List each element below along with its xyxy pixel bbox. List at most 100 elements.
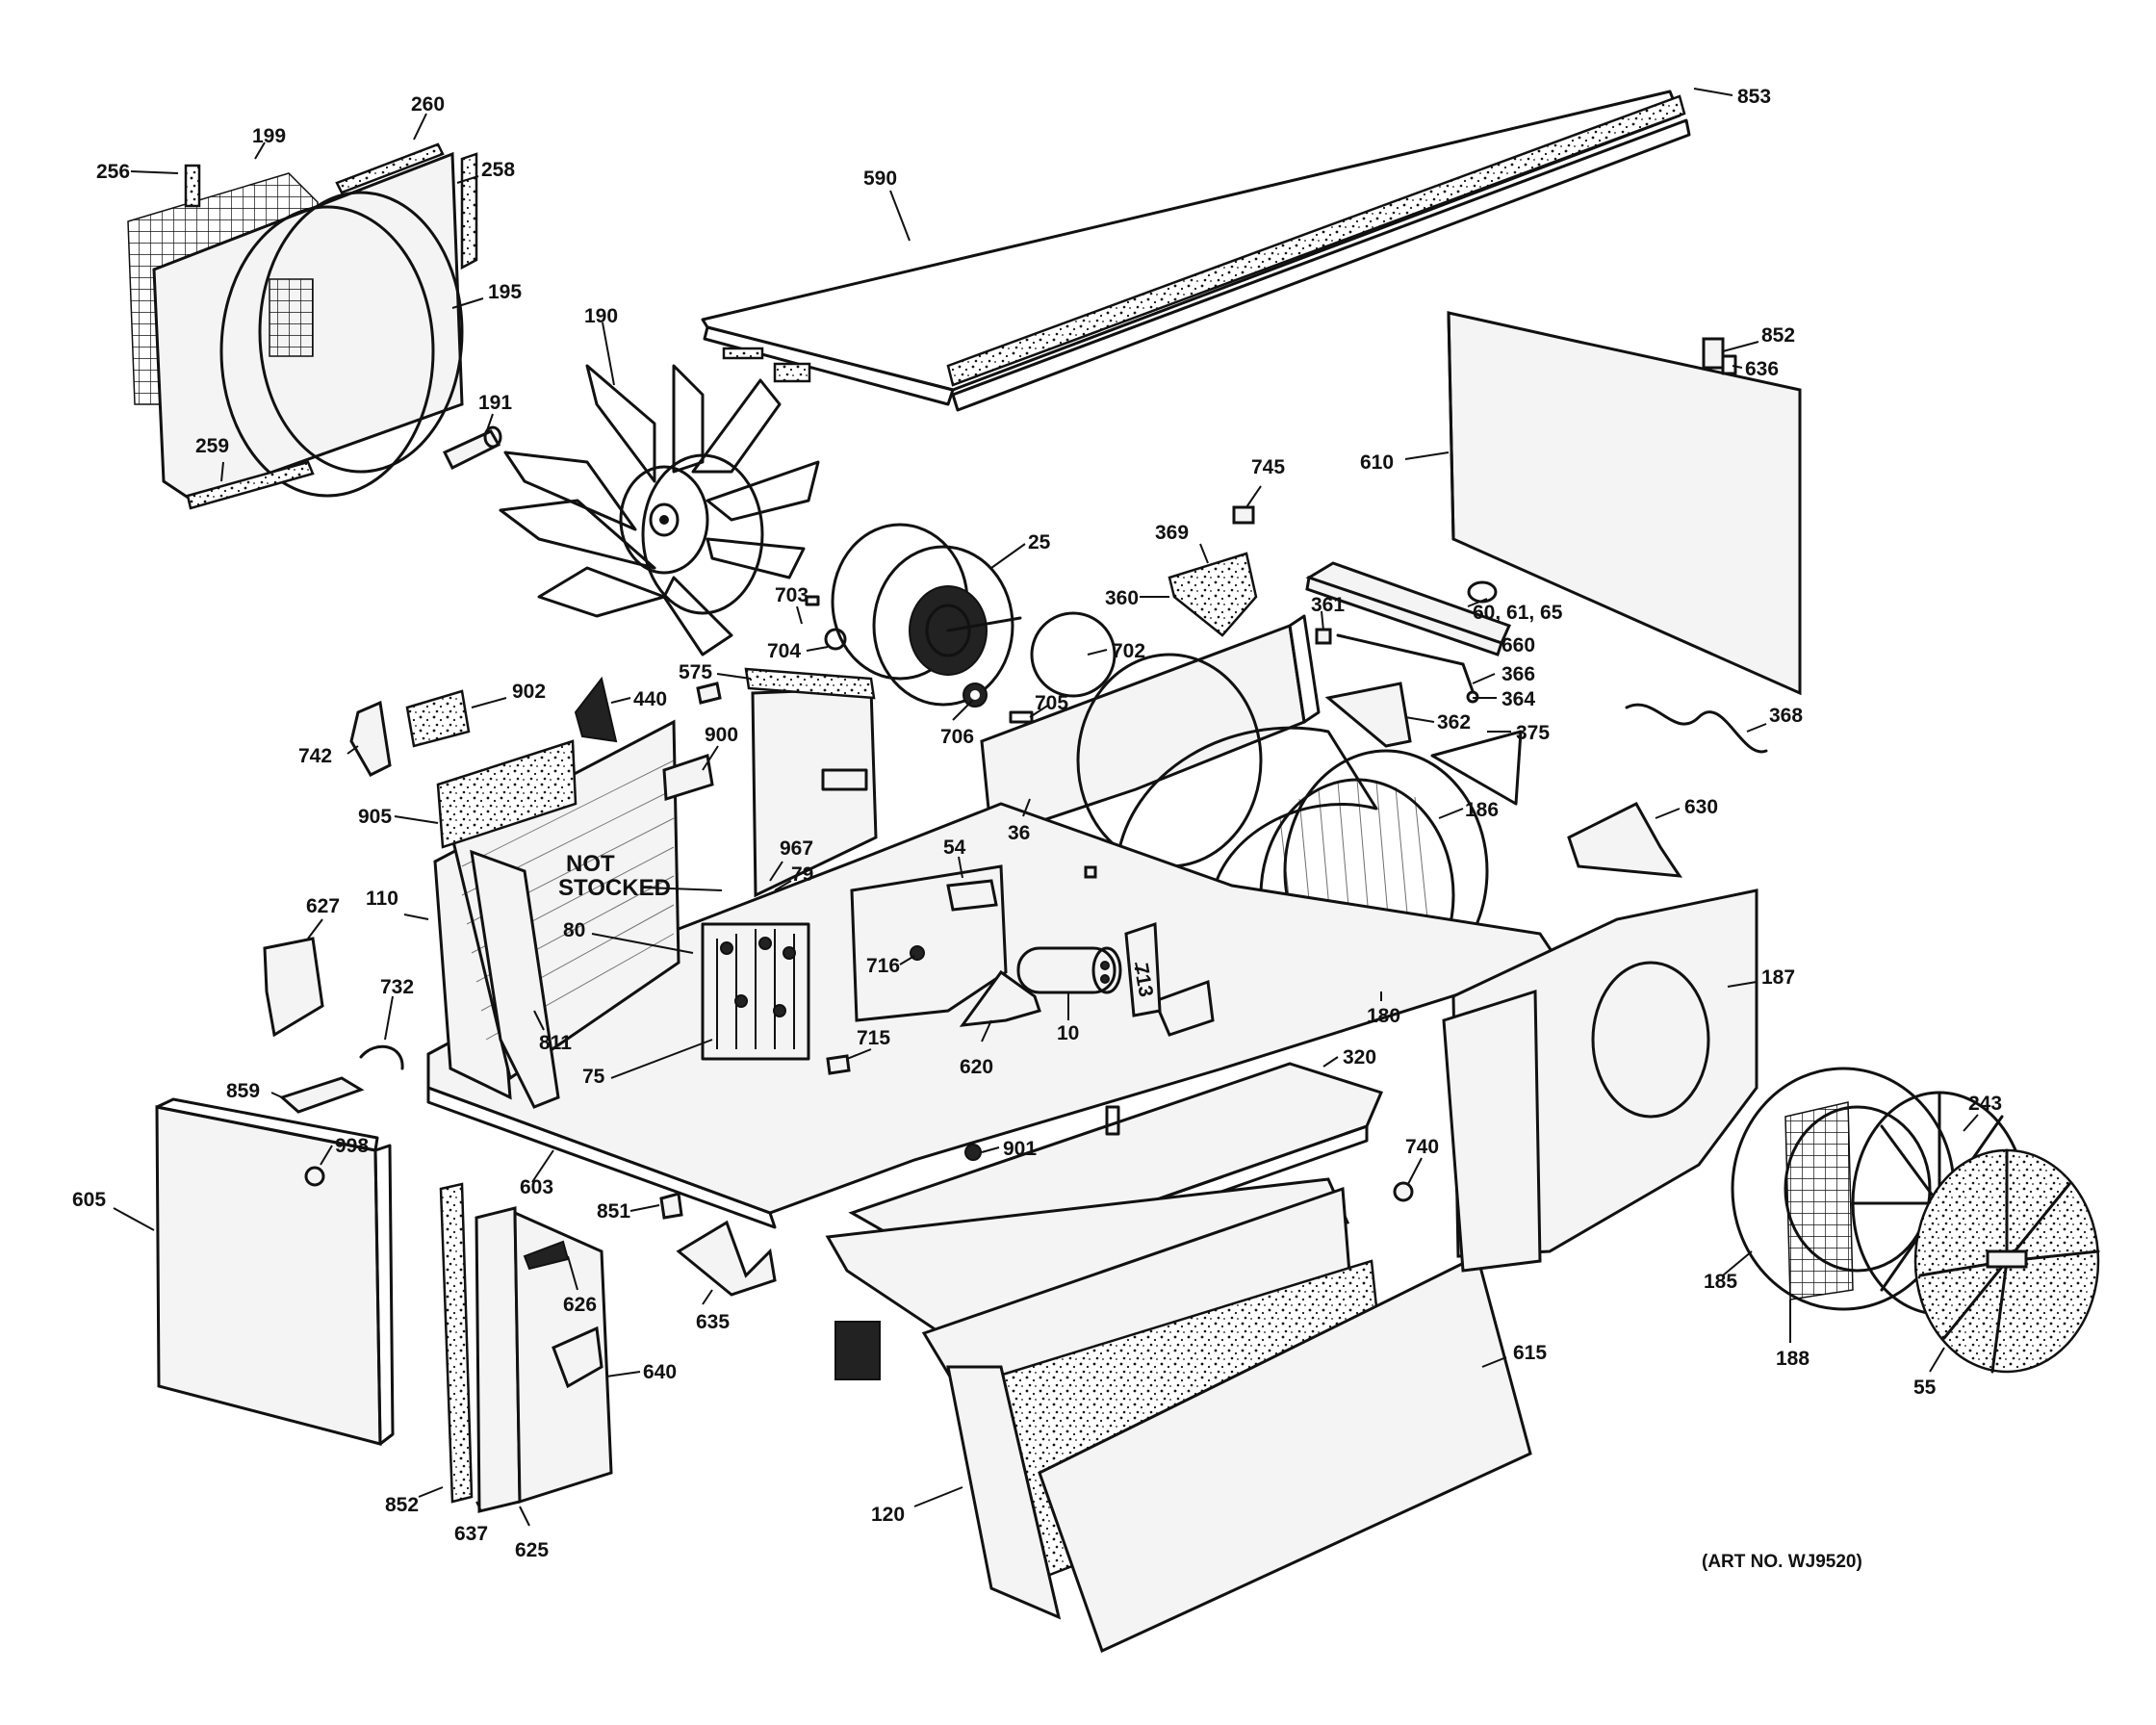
label-362: 362: [1437, 711, 1471, 734]
label-745: 745: [1251, 456, 1285, 478]
label-660: 660: [1502, 634, 1535, 657]
label-55: 55: [1913, 1377, 1937, 1399]
label-185: 185: [1704, 1271, 1737, 1293]
pad-902: [405, 689, 471, 748]
label-852-bottom: 852: [385, 1494, 419, 1516]
rear-panel-610: [1447, 311, 1802, 696]
label-630: 630: [1684, 796, 1718, 818]
not-stocked-note-line2: STOCKED: [558, 875, 671, 901]
label-703: 703: [775, 584, 808, 606]
partition-187: [1442, 802, 1758, 1273]
label-590: 590: [863, 167, 897, 190]
label-902: 902: [512, 681, 546, 703]
label-364: 364: [1502, 688, 1535, 710]
top-cover-590: [701, 90, 1691, 412]
fan-blade-190: [499, 364, 820, 657]
label-706: 706: [940, 726, 974, 748]
label-704: 704: [767, 640, 801, 662]
label-60-61-65: 60, 61, 65: [1473, 602, 1563, 624]
label-615: 615: [1513, 1342, 1547, 1364]
clip-575: [696, 682, 722, 705]
spring-368: [1625, 703, 1768, 754]
clip-742: [349, 700, 392, 777]
label-258: 258: [481, 159, 515, 181]
label-640: 640: [643, 1361, 677, 1383]
label-636: 636: [1745, 358, 1779, 380]
label-637: 637: [454, 1523, 488, 1545]
bracket-635: [676, 1220, 777, 1297]
label-900: 900: [705, 724, 738, 746]
clip-745: [1232, 505, 1255, 525]
clip-small: [1084, 865, 1097, 879]
label-256: 256: [96, 161, 130, 183]
label-811: 811: [539, 1032, 572, 1054]
label-10: 10: [1057, 1022, 1079, 1044]
label-191: 191: [478, 392, 512, 414]
label-75: 75: [582, 1066, 605, 1088]
bracket-627: [263, 937, 324, 1038]
label-715: 715: [857, 1027, 890, 1049]
callout-labels: 853 260 199 256 258 590 195 190 852 636 …: [72, 86, 2002, 1561]
clip-715: [826, 1054, 851, 1075]
clip-732: [359, 1044, 404, 1070]
label-716: 716: [866, 955, 900, 977]
label-195: 195: [488, 281, 522, 303]
label-635: 635: [696, 1311, 730, 1333]
label-25: 25: [1028, 531, 1051, 554]
label-575: 575: [679, 661, 712, 683]
label-702: 702: [1112, 640, 1145, 662]
front-frame-615: [825, 1177, 1532, 1654]
label-190: 190: [584, 305, 618, 327]
shaft-191: [442, 425, 502, 471]
label-742: 742: [298, 745, 332, 767]
label-851: 851: [597, 1200, 630, 1223]
label-366: 366: [1502, 663, 1535, 685]
label-243: 243: [1968, 1093, 2002, 1115]
fan-blade-55: [1913, 1148, 2100, 1374]
label-120: 120: [871, 1504, 905, 1526]
label-705: 705: [1035, 692, 1068, 714]
label-740: 740: [1405, 1136, 1439, 1158]
label-186: 186: [1465, 799, 1499, 821]
label-998: 998: [335, 1135, 369, 1157]
label-180: 180: [1367, 1005, 1400, 1027]
control-bracket-620: [850, 864, 1041, 1027]
capacitor-10: [1016, 946, 1122, 994]
part-440: [574, 676, 618, 743]
label-603: 603: [520, 1176, 553, 1198]
label-626: 626: [563, 1294, 597, 1316]
label-732: 732: [380, 976, 414, 998]
label-859: 859: [226, 1080, 260, 1102]
label-368: 368: [1769, 705, 1803, 727]
label-901: 901: [1003, 1138, 1037, 1160]
label-199: 199: [252, 125, 286, 147]
label-905: 905: [358, 806, 392, 828]
label-320: 320: [1343, 1046, 1376, 1068]
bracket-625: [475, 1206, 613, 1513]
label-852-top: 852: [1761, 324, 1795, 347]
fastener-740: [1393, 1181, 1414, 1202]
label-853: 853: [1737, 86, 1771, 108]
condenser-shroud-195: [127, 142, 478, 510]
partition-575: [744, 667, 878, 898]
condenser-coil-110: [433, 719, 680, 1109]
label-79: 79: [791, 863, 813, 886]
label-625: 625: [515, 1539, 549, 1561]
label-80: 80: [563, 919, 585, 941]
label-188: 188: [1776, 1348, 1810, 1370]
leader-lines: [113, 88, 1979, 1527]
fastener-901: [964, 1144, 982, 1161]
label-54: 54: [943, 837, 966, 859]
label-610: 610: [1360, 451, 1394, 474]
label-187: 187: [1761, 966, 1795, 989]
heater-element-75: [701, 922, 810, 1061]
label-360: 360: [1105, 587, 1139, 609]
seal-strip-852: [439, 1182, 474, 1504]
art-number: (ART NO. WJ9520): [1702, 1552, 1862, 1572]
label-967: 967: [780, 837, 813, 860]
label-361: 361: [1311, 594, 1345, 616]
label-110: 110: [366, 888, 398, 910]
label-259: 259: [195, 435, 229, 457]
bracket-660: [1305, 561, 1512, 704]
